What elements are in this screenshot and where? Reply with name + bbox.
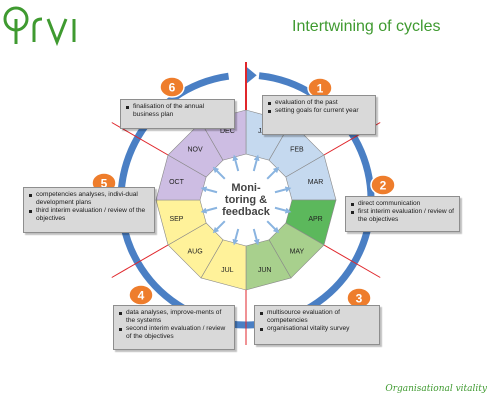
phase-4-item: second interim evaluation / review of th… xyxy=(118,325,231,341)
phase-6-item: finalisation of the annual business plan xyxy=(125,103,231,119)
feedback-arrow xyxy=(232,228,240,246)
phase-box-6: finalisation of the annual business plan xyxy=(120,99,235,129)
footer-tagline: Organisational vitality xyxy=(385,384,487,394)
center-text-line: toring & xyxy=(225,194,267,206)
feedback-arrow xyxy=(232,154,240,172)
phase-number-1: 1 xyxy=(317,82,324,96)
feedback-arrow xyxy=(274,206,292,214)
orvi-logo xyxy=(3,6,76,47)
center-text-line: feedback xyxy=(222,206,271,218)
month-label-jun: JUN xyxy=(258,267,272,274)
phase-4-item: data analyses, improve-ments of the syst… xyxy=(118,309,231,325)
feedback-arrow xyxy=(252,228,260,246)
phase-box-2: direct communication first interim evalu… xyxy=(345,196,460,232)
phase-3-item: multisource evaluation of competencies xyxy=(259,309,376,325)
feedback-arrow xyxy=(200,186,218,194)
feedback-arrow xyxy=(266,166,280,180)
month-label-may: MAY xyxy=(290,248,305,255)
phase-5-item: competencies analyses, indivi-dual devel… xyxy=(28,191,151,207)
feedback-arrow xyxy=(266,220,280,234)
phase-1-item: setting goals for current year xyxy=(267,107,372,115)
month-label-apr: APR xyxy=(308,216,322,223)
phase-box-5: competencies analyses, indivi-dual devel… xyxy=(23,187,155,233)
phase-box-3: multisource evaluation of competencies o… xyxy=(254,305,380,345)
month-label-aug: AUG xyxy=(188,248,203,255)
phase-number-2: 2 xyxy=(380,179,387,193)
month-label-nov: NOV xyxy=(188,147,204,154)
phase-1-item: evaluation of the past xyxy=(267,99,372,107)
phase-badge-2 xyxy=(370,174,396,196)
feedback-arrow xyxy=(212,220,226,234)
month-label-sep: SEP xyxy=(169,216,183,223)
phase-number-4: 4 xyxy=(138,289,145,303)
phase-5-item: third interim evaluation / review of the… xyxy=(28,207,151,223)
month-label-mar: MAR xyxy=(308,179,324,186)
phase-2-item: first interim evaluation / review of the… xyxy=(350,208,456,224)
phase-number-6: 6 xyxy=(169,81,176,95)
page-title: Intertwining of cycles xyxy=(292,18,441,35)
phase-box-1: evaluation of the past setting goals for… xyxy=(262,95,376,135)
feedback-arrow xyxy=(212,166,226,180)
center-text-line: Moni- xyxy=(231,182,261,194)
cycle-ring xyxy=(117,72,375,329)
feedback-arrow xyxy=(252,154,260,172)
phase-number-3: 3 xyxy=(356,292,363,306)
phase-3-item: organisational vitality survey xyxy=(259,325,376,333)
phase-number-5: 5 xyxy=(101,177,108,191)
phase-box-4: data analyses, improve-ments of the syst… xyxy=(113,305,235,350)
month-label-jul: JUL xyxy=(221,267,234,274)
feedback-arrow xyxy=(274,186,292,194)
phase-2-item: direct communication xyxy=(350,200,456,208)
feedback-arrow xyxy=(200,206,218,214)
month-label-dec: DEC xyxy=(220,128,235,135)
month-label-feb: FEB xyxy=(290,147,304,154)
cycle-arrowhead xyxy=(245,66,257,85)
month-label-oct: OCT xyxy=(169,179,185,186)
phase-badge-6 xyxy=(159,76,185,98)
